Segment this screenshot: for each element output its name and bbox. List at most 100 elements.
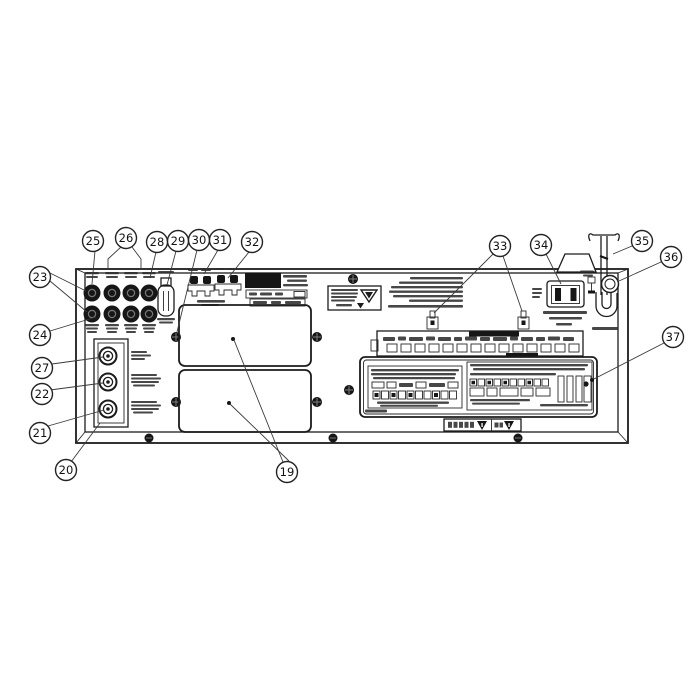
callout-number: 24 [33, 328, 48, 342]
warning-triangle-icon [357, 303, 364, 309]
ac-outlet [532, 253, 597, 326]
callout-27: 27 [30, 356, 54, 380]
micro-text [470, 399, 588, 407]
micro-text [371, 369, 459, 389]
micro-text [470, 364, 588, 376]
cord-clamp [426, 310, 439, 330]
callout-30: 30 [187, 228, 211, 252]
cord-tick [599, 254, 609, 261]
binding-post [140, 284, 158, 302]
terminal-diagram-boxes [372, 390, 457, 400]
barcode-bars [557, 375, 592, 403]
rca-jack-panel [93, 338, 161, 428]
micro-text [448, 421, 474, 428]
callout-23: 23 [28, 265, 52, 289]
callout-number: 19 [280, 465, 295, 479]
callout-20: 20 [54, 458, 78, 482]
spring-terminal [187, 276, 215, 297]
warning-strip [443, 418, 522, 432]
micro-text [253, 301, 301, 304]
callout-26: 26 [114, 226, 138, 250]
callout-number: 33 [493, 239, 508, 253]
callout-number: 27 [35, 361, 50, 375]
callout-28: 28 [145, 230, 169, 254]
warning-triangle-icon [477, 421, 487, 430]
callout-24: 24 [28, 323, 52, 347]
callout-number: 29 [171, 234, 186, 248]
rca-jack [98, 346, 118, 366]
spring-terminal [214, 275, 242, 296]
fuse-holder [157, 271, 175, 324]
callout-number: 30 [192, 233, 207, 247]
speaker-terminal-strip [370, 330, 584, 357]
micro-text [388, 277, 463, 308]
chassis-hump [555, 253, 597, 273]
spec-label-panel [359, 356, 598, 418]
callout-number: 25 [86, 234, 101, 248]
model-label [245, 273, 308, 307]
screw [328, 433, 338, 443]
callout-number: 34 [534, 238, 549, 252]
callout-number: 37 [666, 330, 681, 344]
micro-text [494, 422, 503, 428]
screw [312, 332, 322, 342]
callout-number: 21 [33, 426, 48, 440]
micro-text [580, 270, 594, 277]
callout-19: 19 [275, 460, 299, 484]
chassis [75, 268, 629, 444]
micro-text [188, 268, 238, 306]
screw [144, 433, 154, 443]
terminal-blocks [386, 343, 580, 353]
instruction-label [388, 277, 463, 308]
micro-text [592, 327, 618, 330]
screw [348, 274, 358, 284]
callout-32: 32 [240, 230, 264, 254]
antenna-terminals [187, 268, 242, 306]
callout-number: 32 [245, 235, 260, 249]
callout-number: 20 [59, 463, 74, 477]
callout-34: 34 [529, 233, 553, 257]
leader-target-dot [583, 381, 589, 387]
callout-number: 26 [119, 231, 134, 245]
binding-post [122, 284, 140, 302]
callout-number: 36 [664, 250, 679, 264]
callout-number: 22 [35, 387, 50, 401]
callout-25: 25 [81, 229, 105, 253]
connection-label-left [367, 365, 463, 409]
callout-29: 29 [166, 229, 190, 253]
rca-jack [98, 372, 118, 392]
micro-text [85, 272, 156, 333]
callout-21: 21 [28, 421, 52, 445]
micro-text [131, 351, 161, 414]
callout-36: 36 [659, 245, 683, 269]
caution-label [327, 285, 382, 311]
cover-plate-bottom [178, 369, 312, 433]
cord-loop-inner [601, 292, 612, 310]
binding-post [103, 305, 121, 323]
binding-post-array [83, 272, 158, 333]
cord-clamps [426, 310, 530, 330]
micro-text [336, 303, 364, 309]
micro-text [249, 291, 306, 298]
binding-post [122, 305, 140, 323]
binding-post [103, 284, 121, 302]
callout-number: 28 [150, 235, 165, 249]
binding-post [83, 305, 101, 323]
cord-holder [587, 276, 596, 294]
screw [344, 385, 354, 395]
power-cord [588, 233, 620, 330]
callout-number: 31 [213, 233, 228, 247]
warning-triangle-icon [504, 421, 514, 430]
callout-number: 23 [33, 270, 48, 284]
leader-target-dot [590, 378, 594, 382]
micro-text [532, 288, 587, 326]
leader-lines [47, 245, 665, 463]
binding-post [140, 305, 158, 323]
terminal-diagram-boxes [469, 378, 551, 397]
screw [513, 433, 523, 443]
connection-label-right [466, 361, 593, 411]
cord-loop-outer [595, 292, 618, 318]
callout-33: 33 [488, 234, 512, 258]
